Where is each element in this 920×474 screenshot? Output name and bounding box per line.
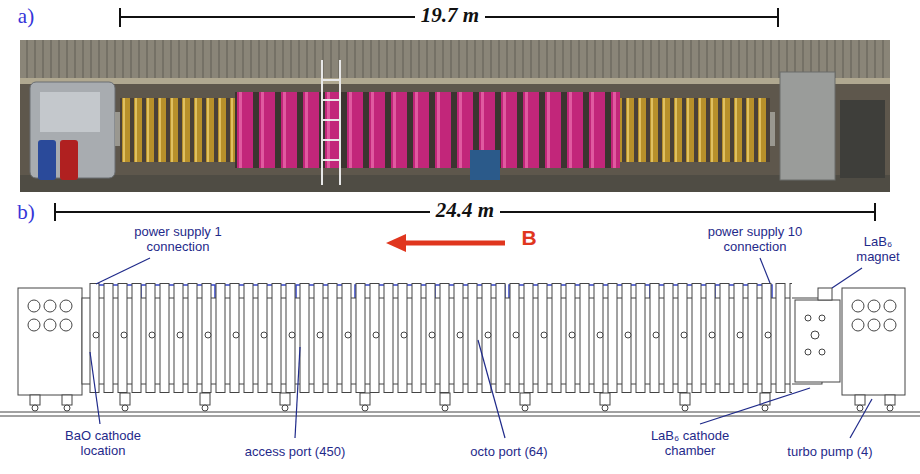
label-slot: 24.4 m [410,198,520,223]
label-slot: power supply 10 connection [698,224,812,255]
support-stand [30,393,895,411]
label-slot: B [514,226,544,250]
callout-label: LaB₆ magnet [846,234,910,264]
callout-label: access port (450) [245,444,345,459]
field-symbol: B [521,226,536,250]
device-schematic [18,283,905,395]
label-slot: a) [6,4,46,29]
device-photo [20,40,890,192]
panel-letter: a) [18,4,34,29]
callout-label: power supply 1 connection [126,224,230,254]
label-slot: LaB₆ magnet [846,234,910,265]
dimension-value: 19.7 m [415,3,485,28]
panel-letter: b) [17,200,35,225]
label-slot: LaB₆ cathode chamber [638,428,742,459]
label-slot: access port (450) [228,442,362,460]
callout-label: turbo pump (4) [787,444,872,459]
label-slot: 19.7 m [395,3,505,28]
callout-label: power supply 10 connection [698,224,812,254]
callout-label: LaB₆ cathode chamber [638,428,742,458]
label-slot: turbo pump (4) [772,442,888,460]
floor-rail [0,412,920,416]
callout-label: BaO cathode location [56,428,150,458]
label-slot: power supply 1 connection [126,224,230,255]
callout-label: octo port (64) [470,444,547,459]
label-slot: b) [6,200,46,225]
label-slot: BaO cathode location [56,428,150,459]
field-arrow [386,234,505,252]
leader-line [90,258,872,438]
label-slot: octo port (64) [452,442,566,460]
dimension-value: 24.4 m [430,198,500,223]
